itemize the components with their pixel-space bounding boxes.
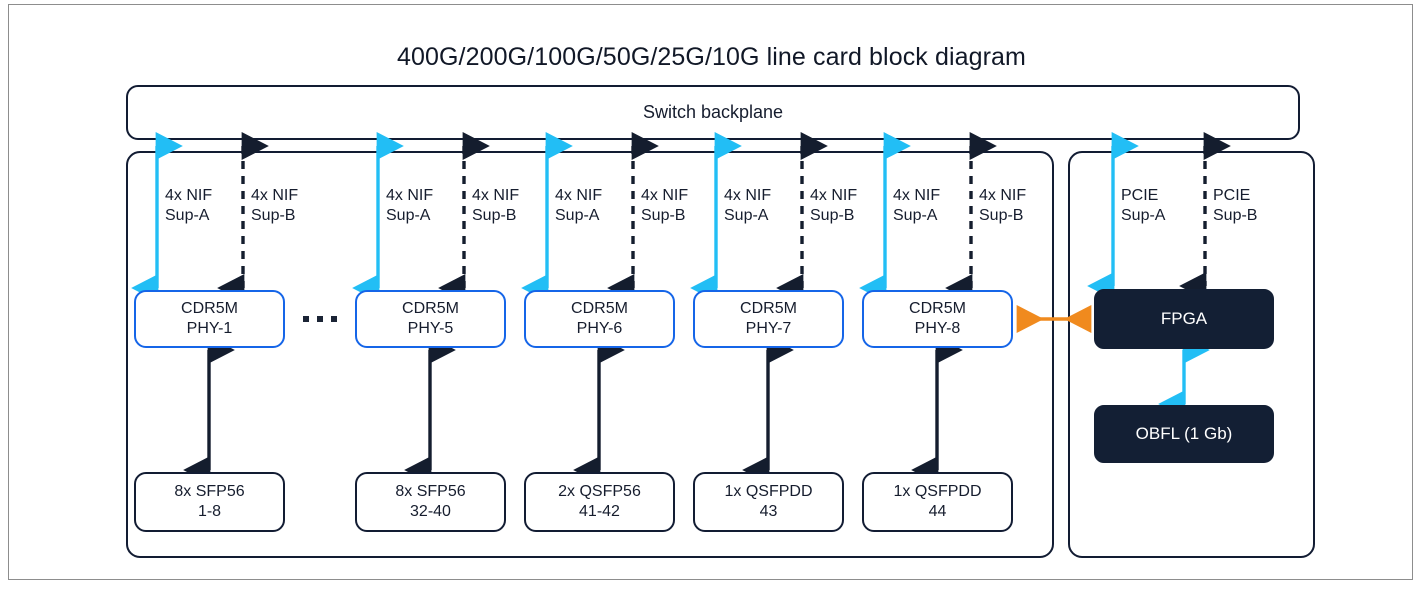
label-pcie-sup-b: PCIE Sup-B (1213, 187, 1258, 224)
port-box-5: 8x SFP56 32-40 (355, 472, 506, 532)
phy-box-8: CDR5M PHY-8 (862, 290, 1013, 348)
label-col-8-sup-b: 4x NIF Sup-B (979, 187, 1027, 224)
page-title: 400G/200G/100G/50G/25G/10G line card blo… (397, 43, 1026, 71)
port-box-8: 1x QSFPDD 44 (862, 472, 1013, 532)
line-card-panel (126, 151, 1054, 558)
label-col-1-sup-a: 4x NIF Sup-A (165, 187, 213, 224)
ellipsis-icon (303, 316, 337, 322)
label-col-7-sup-b: 4x NIF Sup-B (810, 187, 858, 224)
phy-box-1: CDR5M PHY-1 (134, 290, 285, 348)
label-pcie-sup-a: PCIE Sup-A (1121, 187, 1166, 224)
obfl-box: OBFL (1 Gb) (1094, 405, 1274, 463)
obfl-label: OBFL (1 Gb) (1135, 423, 1233, 443)
phy-box-7: CDR5M PHY-7 (693, 290, 844, 348)
page-border (8, 4, 1413, 580)
label-col-6-sup-b: 4x NIF Sup-B (641, 187, 689, 224)
port-box-1: 8x SFP56 1-8 (134, 472, 285, 532)
switch-backplane-box: Switch backplane (126, 85, 1300, 140)
port-box-7: 1x QSFPDD 43 (693, 472, 844, 532)
phy-box-6: CDR5M PHY-6 (524, 290, 675, 348)
label-col-8-sup-a: 4x NIF Sup-A (893, 187, 941, 224)
label-col-5-sup-a: 4x NIF Sup-A (386, 187, 434, 224)
fpga-box: FPGA (1094, 289, 1274, 349)
label-col-5-sup-b: 4x NIF Sup-B (472, 187, 520, 224)
label-col-6-sup-a: 4x NIF Sup-A (555, 187, 603, 224)
fpga-label: FPGA (1160, 308, 1208, 328)
switch-backplane-label: Switch backplane (642, 101, 784, 122)
label-col-1-sup-b: 4x NIF Sup-B (251, 187, 299, 224)
phy-box-5: CDR5M PHY-5 (355, 290, 506, 348)
label-col-7-sup-a: 4x NIF Sup-A (724, 187, 772, 224)
port-box-6: 2x QSFP56 41-42 (524, 472, 675, 532)
